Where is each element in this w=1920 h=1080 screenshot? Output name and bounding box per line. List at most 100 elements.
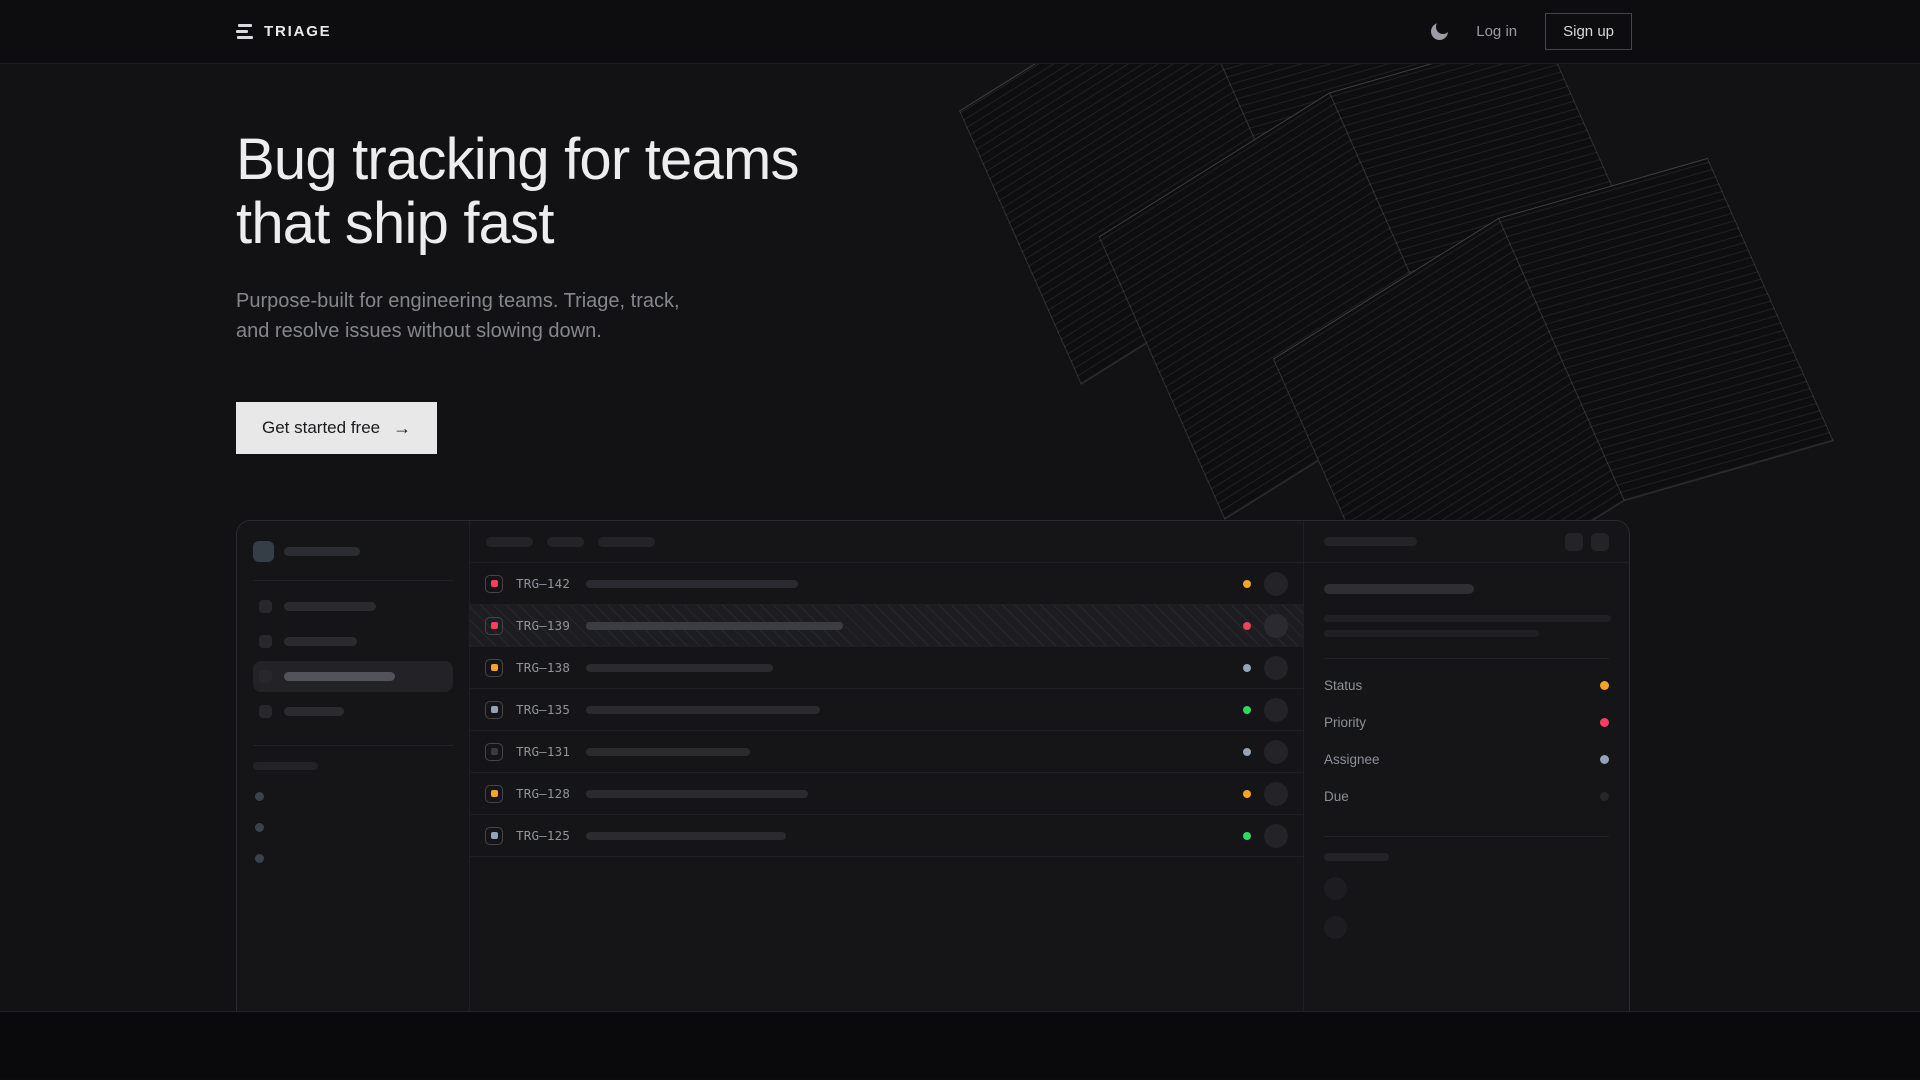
- issue-status-dot: [1243, 789, 1251, 798]
- activity-section-placeholder: [1324, 853, 1389, 861]
- panel-header: [1304, 521, 1629, 563]
- arrow-right-icon: →: [393, 418, 412, 439]
- mockup-nav-item: [253, 626, 453, 657]
- mockup-nav-item-active: [253, 661, 453, 692]
- theme-toggle-moon-icon[interactable]: [1431, 20, 1451, 40]
- description-line-placeholder: [1324, 615, 1611, 622]
- mockup-workspace-switcher: [253, 541, 453, 562]
- divider: [253, 745, 453, 746]
- app-preview-card: TRG–142 TRG–139 TRG–138: [236, 520, 1630, 1011]
- cta-label: Get started free: [262, 418, 381, 438]
- description-line-placeholder: [1324, 630, 1539, 637]
- issue-avatar: [1264, 571, 1288, 596]
- issue-avatar: [1264, 739, 1288, 764]
- issue-title-bar: [586, 705, 820, 714]
- field-label: Due: [1324, 789, 1349, 804]
- issue-type-icon: [485, 700, 503, 719]
- field-row: Priority: [1324, 704, 1609, 741]
- top-nav: TRIAGE Log in Sign up: [0, 0, 1920, 64]
- workspace-icon: [253, 541, 274, 562]
- issue-status-dot: [1243, 663, 1251, 672]
- issue-row: TRG–135: [470, 689, 1303, 731]
- divider: [1324, 836, 1609, 837]
- issue-row: TRG–125: [470, 815, 1303, 857]
- field-row: Status: [1324, 667, 1609, 704]
- issue-type-icon: [485, 574, 503, 593]
- mockup-detail-panel: Status Priority Assignee Due: [1303, 521, 1629, 1011]
- login-link[interactable]: Log in: [1476, 23, 1518, 40]
- issue-type-icon: [485, 658, 503, 677]
- nav-item-placeholder: [284, 672, 395, 681]
- nav-item-icon: [259, 670, 272, 683]
- signup-button[interactable]: Sign up: [1545, 13, 1632, 50]
- issue-id: TRG–131: [516, 744, 571, 759]
- workspace-name-placeholder: [284, 547, 360, 556]
- issue-id: TRG–138: [516, 660, 571, 675]
- issue-avatar: [1264, 823, 1288, 848]
- mockup-nav-item: [253, 696, 453, 727]
- nav-item-placeholder: [284, 602, 376, 611]
- nav-item-placeholder: [284, 637, 357, 646]
- list-tab-placeholder: [598, 536, 655, 547]
- panel-title-placeholder: [1324, 537, 1417, 546]
- sidebar-dot: [255, 823, 264, 832]
- list-tab-placeholder: [547, 536, 584, 547]
- mockup-issue-list: TRG–142 TRG–139 TRG–138: [470, 521, 1303, 1011]
- brand-name: TRIAGE: [264, 23, 332, 40]
- issue-id: TRG–142: [516, 576, 571, 591]
- issue-avatar: [1264, 613, 1288, 638]
- hero-subtitle: Purpose-built for engineering teams. Tri…: [236, 289, 680, 342]
- issue-row: TRG–131: [470, 731, 1303, 773]
- issue-row: TRG–139: [470, 605, 1303, 647]
- field-dot: [1600, 792, 1609, 801]
- issue-type-icon: [485, 826, 503, 845]
- issue-id: TRG–139: [516, 618, 571, 633]
- nav-item-icon: [259, 705, 272, 718]
- footer: [0, 1012, 1920, 1079]
- activity-avatar-placeholder: [1324, 877, 1347, 900]
- issue-type-icon: [485, 616, 503, 635]
- field-dot: [1600, 755, 1609, 764]
- nav-actions: Log in Sign up: [1431, 13, 1632, 50]
- issue-title-placeholder: [1324, 584, 1474, 594]
- issue-status-dot: [1243, 621, 1251, 630]
- issue-status-dot: [1243, 579, 1251, 588]
- issue-status-dot: [1243, 831, 1251, 840]
- divider: [253, 580, 453, 581]
- field-row: Due: [1324, 778, 1609, 815]
- mockup-nav-item: [253, 591, 453, 622]
- panel-body: Status Priority Assignee Due: [1304, 563, 1629, 939]
- issue-id: TRG–125: [516, 828, 571, 843]
- issue-id: TRG–135: [516, 702, 571, 717]
- issue-status-dot: [1243, 705, 1251, 714]
- triage-logo-icon: [236, 24, 253, 39]
- panel-action-placeholder: [1565, 532, 1583, 551]
- field-label: Status: [1324, 678, 1363, 693]
- issue-type-icon: [485, 784, 503, 803]
- issue-type-icon: [485, 742, 503, 761]
- field-list: Status Priority Assignee Due: [1324, 667, 1609, 815]
- issue-status-dot: [1243, 747, 1251, 756]
- field-row: Assignee: [1324, 741, 1609, 778]
- issue-title-bar: [586, 621, 843, 630]
- mockup-list-header: [470, 521, 1303, 563]
- brand-logo[interactable]: TRIAGE: [236, 23, 331, 40]
- issue-avatar: [1264, 655, 1288, 680]
- issue-title-bar: [586, 831, 786, 840]
- get-started-button[interactable]: Get started free →: [236, 402, 438, 455]
- issue-title-bar: [586, 789, 808, 798]
- top-nav-inner: TRIAGE Log in Sign up: [236, 13, 1632, 50]
- mockup-sidebar: [237, 521, 470, 1011]
- issue-row: TRG–138: [470, 647, 1303, 689]
- issue-title-bar: [586, 747, 750, 756]
- issue-row: TRG–142: [470, 563, 1303, 605]
- nav-item-icon: [259, 600, 272, 613]
- activity-avatar-placeholder: [1324, 916, 1347, 939]
- sidebar-dot: [255, 854, 264, 863]
- divider: [1324, 658, 1609, 659]
- field-label: Assignee: [1324, 752, 1380, 767]
- issue-title-bar: [586, 663, 773, 672]
- panel-action-placeholder: [1591, 532, 1609, 551]
